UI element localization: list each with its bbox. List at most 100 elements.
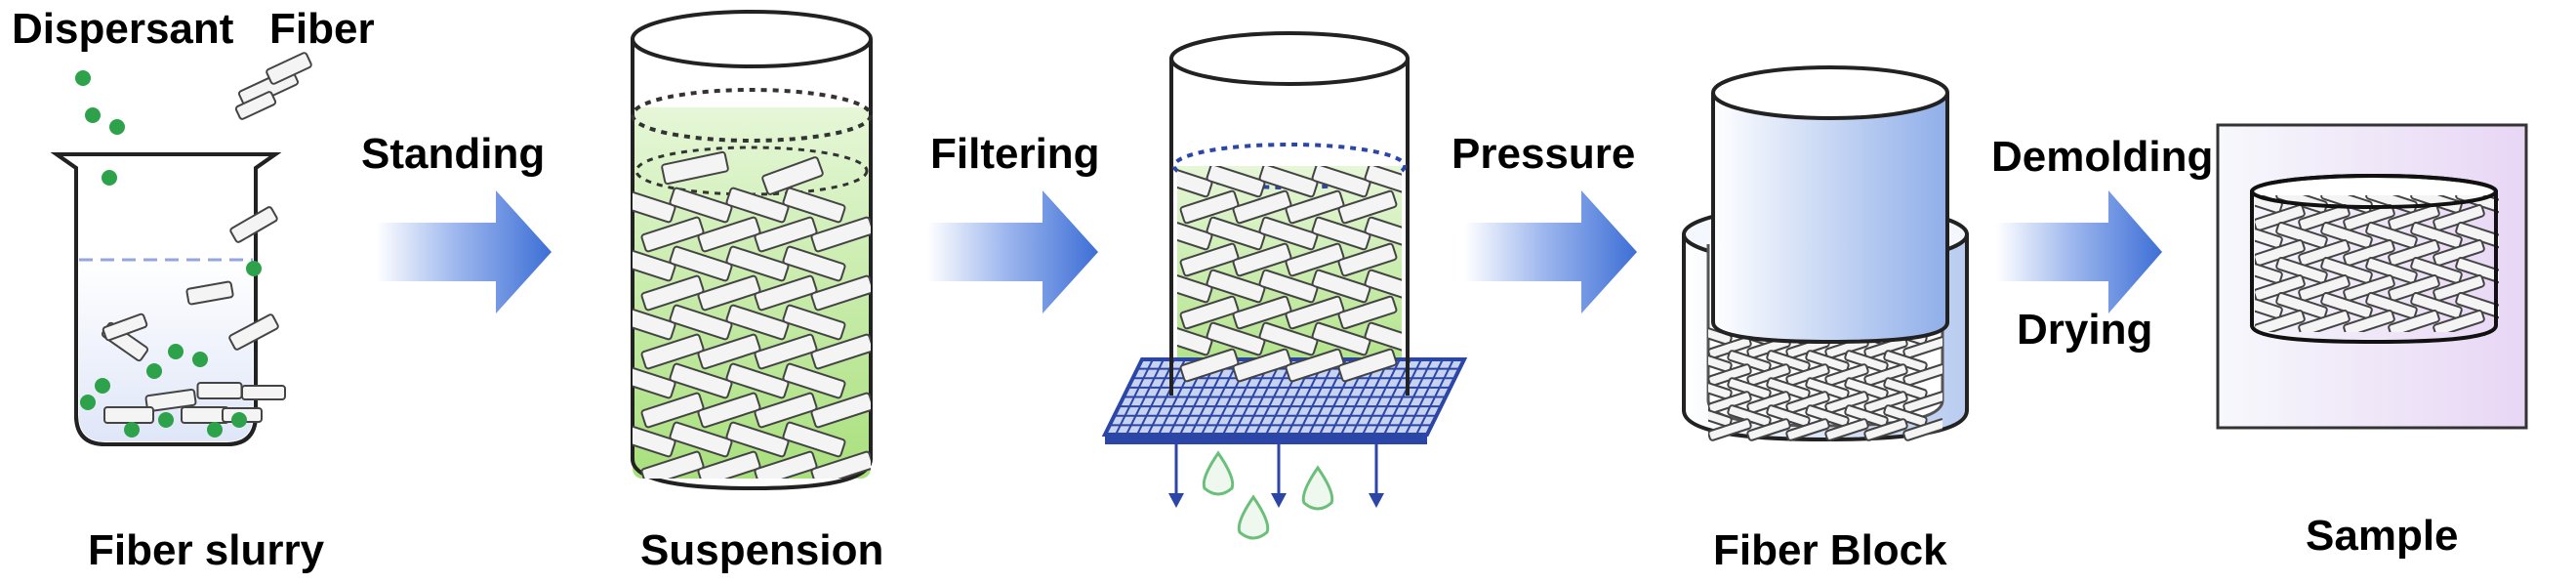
dispersant-dot [102,170,117,186]
fiber [782,304,846,341]
fiber [1902,336,1942,359]
fiber [144,388,197,413]
fiber [669,304,733,341]
fiber [1364,166,1402,198]
fiber [1285,189,1345,225]
filtrate-drop [1301,465,1334,511]
arrow-filtering [927,190,1098,313]
fiber [754,274,818,312]
fiber [640,392,705,429]
fiber [1311,321,1371,356]
sample-outline [2250,174,2498,345]
fiber [810,274,871,312]
fiber [725,362,790,399]
fiber [2255,257,2283,284]
fiber [1902,418,1942,441]
fiber [1708,327,1733,346]
caption-fiber-slurry: Fiber slurry [88,526,325,574]
fiber [1285,242,1345,277]
fiber [1179,295,1240,330]
fiber [697,216,761,253]
arrow-pressure [1464,190,1637,313]
fiber [633,245,676,282]
fiber [181,406,229,424]
arrow-demolding [1996,190,2162,313]
fiber [229,206,278,243]
fiber [1785,418,1830,441]
dispersant-dot [95,378,110,394]
fiber [102,313,148,342]
fiber [1337,242,1398,277]
fiber [633,187,676,224]
dispersant-dot [168,344,184,359]
label-fiber: Fiber [269,5,375,53]
filtrate-drop [1237,494,1270,540]
fiber [103,406,154,424]
fiber [1206,321,1266,356]
fiber [1364,269,1402,304]
dispersant-dot [192,352,208,367]
fiber [697,450,761,479]
fiber [2343,310,2395,332]
dispersant-dot [231,412,247,428]
fiber [725,421,790,458]
caption-fiber-block: Fiber Block [1713,526,1947,574]
caption-sample: Sample [2306,512,2459,560]
fiber [2255,222,2283,249]
fiber [640,216,705,253]
fiber [1177,269,1213,304]
suspension-top-surface [631,88,873,143]
dispersant-dot [146,363,162,379]
fiber [1863,418,1908,441]
dispersant-dot [80,395,96,410]
label-standing: Standing [361,130,545,178]
fiber [2255,195,2283,214]
fiber [1824,418,1869,441]
fiber [266,52,312,85]
dispersant-dot [85,107,101,123]
fiber [754,216,818,253]
fiber [725,187,790,224]
fiber [725,245,790,282]
sample-fibers [2255,195,2499,332]
fiber [2255,292,2283,319]
press-piston [1711,65,1949,345]
fiber [1206,166,1266,198]
fiber [1708,418,1752,441]
fiber [1902,363,1942,387]
arrow-standing [376,190,552,313]
fiber [1311,269,1371,304]
fiber [1258,321,1319,356]
fiber [1285,295,1345,330]
fiber [1364,216,1402,251]
fiber [1177,166,1213,198]
fiber [761,156,824,195]
fiber [669,245,733,282]
filter-mesh [1101,357,1468,444]
dispersant-dot [75,70,91,86]
fiber [633,304,676,341]
fiber [810,333,871,370]
fiber [640,274,705,312]
fiber [810,450,871,479]
fiber [1902,391,1942,414]
label-demolding: Demolding [1991,133,2213,181]
fiber [1746,418,1791,441]
fiber [1179,242,1240,277]
fiber [782,187,846,224]
fiber [1206,216,1266,251]
fiber [754,450,818,479]
filtrate-drop [1202,450,1235,496]
fiber [1311,216,1371,251]
fiber [1708,377,1733,400]
fiber [1232,242,1292,277]
fiber [640,333,705,370]
fiber [1232,348,1292,383]
fiber [185,280,234,306]
fiber [234,91,277,120]
dispersant-dot [109,119,125,135]
fiber [1177,321,1213,356]
fiber [196,382,243,399]
label-filtering: Filtering [930,130,1100,178]
